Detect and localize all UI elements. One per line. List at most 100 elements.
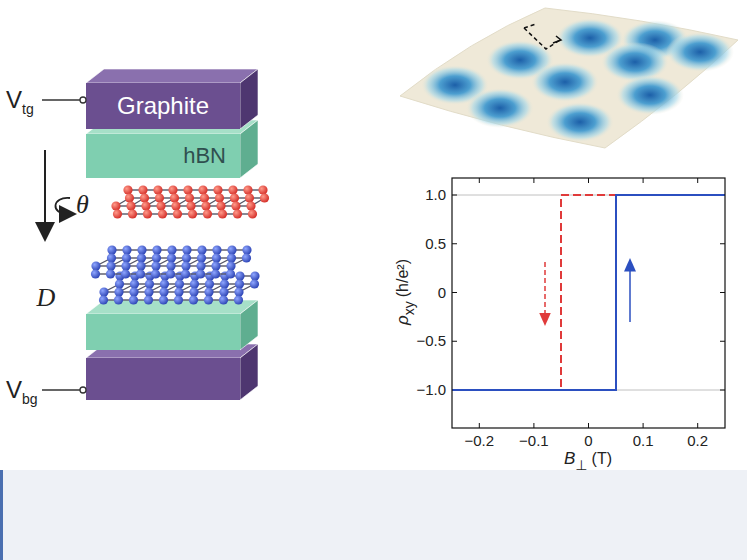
shape (196, 261, 205, 270)
shape (230, 193, 239, 202)
shape (226, 261, 235, 270)
shape (166, 269, 175, 278)
shape (258, 185, 267, 194)
hbn-layer (240, 120, 258, 178)
tick-label-text: 0.5 (425, 235, 446, 252)
axis-title-text: ⊥ (575, 457, 587, 473)
shape (152, 253, 161, 262)
tick-label-text: −0.1 (519, 432, 549, 449)
shape (226, 269, 235, 278)
shape (205, 279, 214, 288)
tick-label-text: 0 (438, 284, 446, 301)
shape (167, 245, 176, 254)
layer-box: Graphite (86, 83, 240, 129)
tick-label: 0.2 (687, 433, 708, 449)
shape (174, 295, 183, 304)
gate-contact (80, 387, 86, 393)
shape (151, 261, 160, 270)
shape (215, 193, 224, 202)
shape (153, 185, 162, 194)
shape (260, 193, 269, 202)
shape (91, 261, 100, 270)
shape (185, 193, 194, 202)
shape (122, 253, 131, 262)
tick-mark (643, 423, 644, 428)
shape (204, 295, 213, 304)
shape (186, 201, 195, 210)
shape (145, 279, 154, 288)
shape (107, 245, 116, 254)
shape (181, 269, 190, 278)
tick-mark (533, 178, 534, 183)
axis-title-text: ρ (393, 315, 412, 325)
axis-title-text: B (564, 449, 575, 468)
gate-label-text: tg (22, 101, 34, 117)
shape (144, 287, 153, 296)
axis-title-text: xy (401, 301, 417, 315)
shape (160, 279, 169, 288)
layer-name: hBN (183, 143, 226, 169)
shape (123, 185, 132, 194)
axis-title-text: (T) (592, 450, 612, 467)
shape (248, 209, 257, 218)
shape (190, 279, 199, 288)
shape (168, 185, 177, 194)
shape (235, 279, 244, 288)
shape (141, 201, 150, 210)
tick-mark (720, 292, 725, 293)
shape (130, 279, 139, 288)
shape (246, 201, 255, 210)
shape (234, 287, 243, 296)
graphite-layer (240, 344, 258, 400)
shape (216, 201, 225, 210)
tick-label-text: 0 (584, 432, 592, 449)
tick-label: −0.2 (464, 433, 494, 449)
gate-label-text: V (6, 86, 22, 113)
tick-mark (533, 423, 534, 428)
top-lattice (111, 185, 269, 218)
shape (137, 245, 146, 254)
device-stack (86, 69, 269, 400)
tick-label-text: 0.1 (633, 432, 654, 449)
shape (242, 253, 251, 262)
graphite-layer (86, 358, 240, 400)
shape (152, 245, 161, 254)
shape (170, 193, 179, 202)
tick-mark (643, 178, 644, 183)
potential-well (616, 75, 684, 115)
tick-label: 0.5 (425, 236, 446, 252)
shape (106, 261, 115, 270)
axis-title: B⊥(T) (564, 450, 612, 467)
potential-well (546, 102, 614, 142)
footer-band (0, 470, 747, 560)
potential-well (531, 62, 599, 102)
shape (197, 253, 206, 262)
shape (144, 295, 153, 304)
shape (212, 253, 221, 262)
field-label: D (37, 285, 56, 311)
tick-label-text: −1.0 (416, 381, 446, 398)
shape (188, 209, 197, 218)
tick-mark (720, 243, 725, 244)
shape (200, 193, 209, 202)
shape (171, 201, 180, 210)
shape (106, 269, 115, 278)
shape (213, 185, 222, 194)
shape (219, 295, 228, 304)
shape (234, 295, 243, 304)
shape (166, 261, 175, 270)
gate-label-text: V (6, 376, 22, 403)
hbn-layer (86, 300, 258, 314)
axis-title-text: (h/e²) (394, 259, 411, 297)
shape (121, 269, 130, 278)
shape (203, 209, 212, 218)
field-label-text: D (37, 283, 56, 312)
shape (228, 185, 237, 194)
shape (196, 269, 205, 278)
angle-label-text: θ (76, 190, 89, 219)
tick-label-text: −0.2 (464, 432, 494, 449)
shape (181, 261, 190, 270)
shape (129, 295, 138, 304)
